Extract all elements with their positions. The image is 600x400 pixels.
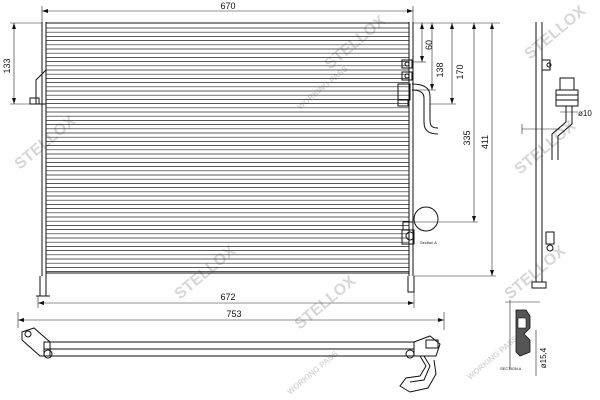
bottom-view-right-end	[413, 335, 441, 357]
section-a-detail-bubble	[413, 206, 439, 232]
dimension-label-670: 670	[220, 1, 235, 11]
right-vertical-dimensions: 60 138 170 335 411	[412, 22, 500, 277]
watermark-tagline: WORKING PASS	[466, 334, 521, 382]
section-a-cross-section	[515, 309, 531, 357]
side-view-fitting	[559, 77, 575, 91]
left-mounting-bracket	[35, 69, 47, 105]
condenser-front-view: Section A	[29, 22, 439, 297]
dimension-label-411: 411	[480, 135, 490, 149]
watermark-brand: STELLOX	[322, 12, 390, 73]
dimension-label-138: 138	[435, 62, 445, 77]
section-a-detail-view: ø15,4 SECTION A	[500, 300, 548, 376]
watermark-brand: STELLOX	[502, 242, 570, 303]
outlet-pipe	[411, 83, 439, 129]
bottom-right-foot	[407, 276, 415, 293]
dimension-label-753: 753	[226, 309, 241, 319]
condenser-fins	[46, 27, 409, 272]
section-a-detail-label: SECTION A	[500, 366, 522, 371]
dimension-133: 133	[2, 22, 42, 105]
watermark-brand: STELLOX	[522, 2, 590, 63]
dimension-label-335: 335	[462, 130, 472, 145]
dimension-672: 672	[37, 292, 415, 308]
condenser-core-frame	[45, 22, 410, 274]
watermark-tagline: WORKING PASS	[296, 64, 351, 112]
dimension-label-170: 170	[455, 64, 465, 79]
dimension-label-phi15-4: ø15,4	[539, 347, 548, 368]
dimension-label-60: 60	[424, 40, 434, 50]
dimension-label-672: 672	[220, 292, 235, 302]
dimension-753: 753	[17, 309, 445, 330]
upper-fitting	[401, 59, 413, 69]
dimension-670: 670	[41, 1, 414, 22]
side-view-bracket	[542, 59, 551, 71]
lower-fitting	[402, 221, 414, 231]
bottom-left-foot	[39, 276, 47, 297]
section-a-callout: Section A	[420, 240, 437, 245]
dimension-label-phi10: ø10	[578, 109, 592, 118]
condenser-bottom-view	[21, 327, 441, 393]
bottom-view-pipe	[399, 355, 437, 393]
dimension-label-133: 133	[2, 58, 12, 73]
bottom-view-left-bracket	[21, 327, 51, 357]
watermark-brand: STELLOX	[12, 112, 80, 173]
condenser-side-view: ø10	[521, 22, 592, 289]
